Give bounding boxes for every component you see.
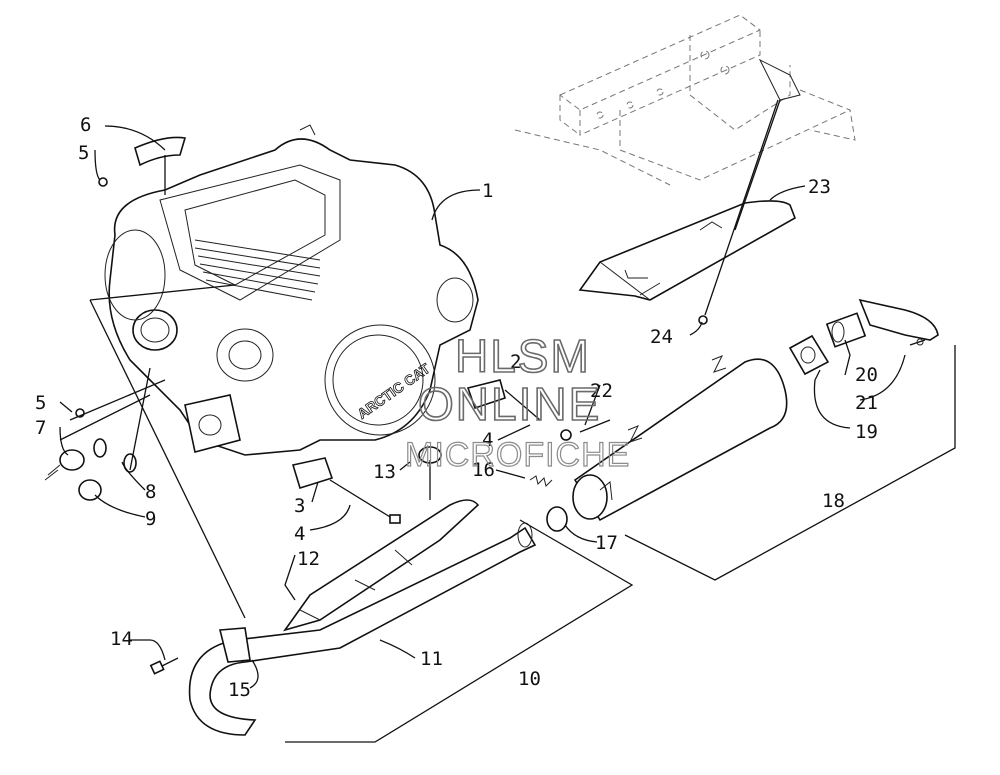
oxygen-sensor-3	[291, 457, 401, 524]
cylinder-fins	[194, 239, 321, 301]
callout-12: 12	[297, 548, 320, 570]
watermark: HLSM ONLINE MICROFICHE	[404, 329, 630, 474]
watermark-line-2: ONLINE	[418, 378, 601, 430]
callout-17: 17	[595, 532, 618, 554]
callout-16: 16	[472, 459, 495, 481]
bolt-14	[149, 657, 179, 675]
callout-13: 13	[373, 461, 396, 483]
callout-15: 15	[228, 679, 251, 701]
callout-24: 24	[650, 326, 673, 348]
callout-14: 14	[110, 628, 133, 650]
callout-3: 3	[294, 495, 305, 517]
callout-22: 22	[590, 380, 613, 402]
callout-19: 19	[855, 421, 878, 443]
callout-21: 21	[855, 392, 878, 414]
outlet-gasket-19	[788, 334, 830, 376]
flange-clamp-15	[218, 627, 251, 663]
heat-shield-23	[578, 200, 796, 301]
gasket-17	[546, 506, 568, 532]
spring-16	[529, 475, 553, 487]
muffler-18	[572, 355, 788, 522]
callout-6: 6	[80, 114, 91, 136]
callout-labels: 1 2 3 4 4 5 5 6 7 8 9 10 11 12 13 14 15 …	[35, 114, 878, 701]
frame-outline	[514, 14, 856, 186]
leader-lines	[59, 99, 956, 743]
callout-9: 9	[145, 508, 156, 530]
watermark-line-3: MICROFICHE	[405, 436, 630, 474]
callout-23: 23	[808, 176, 831, 198]
sensor-7	[44, 449, 85, 481]
screw-24	[698, 315, 708, 325]
heat-shield-12	[283, 499, 480, 632]
callout-4a: 4	[294, 523, 305, 545]
callout-7: 7	[35, 417, 46, 439]
washer-8	[93, 438, 137, 473]
nut-5	[75, 177, 108, 418]
spark-arrestor-20	[825, 298, 939, 348]
watermark-line-1: HLSM	[455, 330, 591, 382]
callout-5a: 5	[78, 142, 89, 164]
callout-2: 2	[510, 351, 521, 373]
oxygen-sensor-2	[466, 379, 572, 441]
callout-20: 20	[855, 364, 878, 386]
engine-assembly: ARCTIC CAT	[104, 124, 479, 456]
callout-4b: 4	[482, 429, 493, 451]
callout-8: 8	[145, 481, 156, 503]
callout-10: 10	[518, 668, 541, 690]
decal-6	[134, 136, 187, 167]
callout-18: 18	[822, 490, 845, 512]
screw-21	[909, 338, 926, 346]
callout-11: 11	[420, 648, 443, 670]
bolt-22	[579, 419, 611, 433]
callout-5b: 5	[35, 392, 46, 414]
callout-1: 1	[482, 180, 493, 202]
